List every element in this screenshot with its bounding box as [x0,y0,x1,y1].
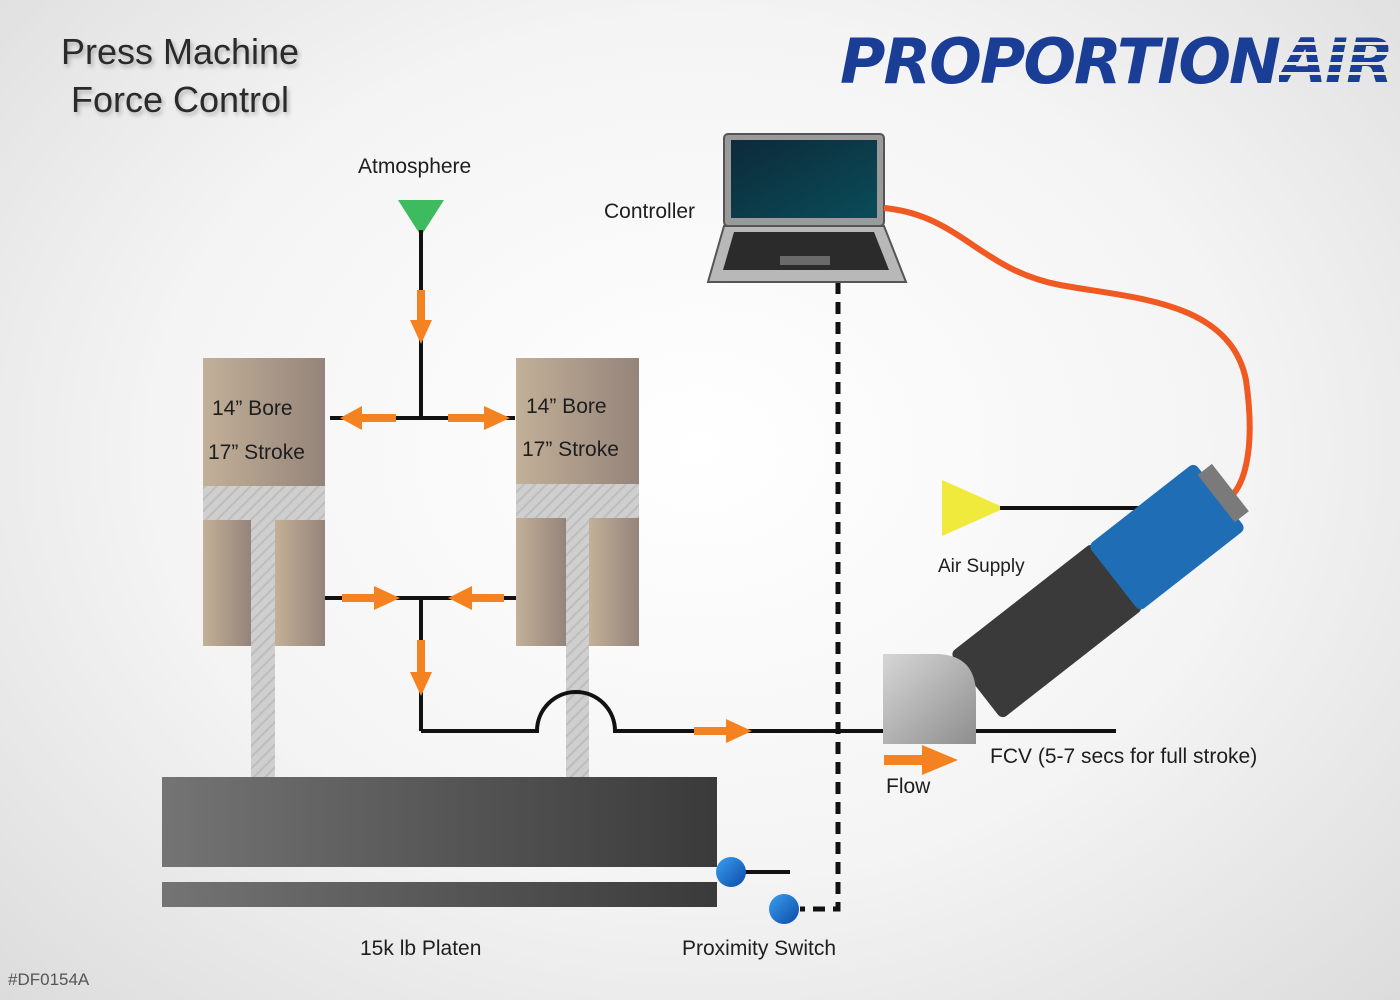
platen-lower [162,882,717,907]
flow-arrows-top [340,290,510,430]
proximity-switch-icon [769,894,799,924]
logo-part-2: AIR [1278,25,1394,98]
air-supply-icon [942,480,1005,536]
proximity-target-icon [716,857,746,887]
proximity-signal-line [800,282,841,912]
cylinder-2-bore: 14” Bore [526,395,607,418]
atmosphere-label: Atmosphere [358,155,472,178]
logo-part-1: PROPORTION [840,25,1281,98]
controller-label: Controller [604,200,696,223]
controller-laptop-icon [706,133,908,283]
title-line-2: Force Control [70,79,290,120]
flow-arrow-icon [884,745,958,775]
cylinder-1 [203,358,325,778]
title-line-1: Press Machine [60,31,300,72]
page-title: Press Machine Force Control [30,28,330,124]
fcv-valve-icon [883,654,976,744]
flow-label: Flow [886,775,931,798]
air-supply-label: Air Supply [938,556,1025,577]
fcv-label: FCV (5-7 secs for full stroke) [990,745,1258,768]
cylinder-2 [516,358,639,778]
platen-upper [162,777,717,867]
proportional-regulator [952,463,1249,718]
controller-cable [883,205,1253,506]
document-code: #DF0154A [8,970,90,989]
atmosphere-vent-icon [398,200,444,236]
brand-logo: PROPORTIONAIR [840,22,1394,102]
platen-label: 15k lb Platen [360,937,482,960]
cylinder-1-stroke: 17” Stroke [208,441,305,464]
proximity-switch-label: Proximity Switch [682,937,837,960]
cylinder-1-bore: 14” Bore [212,397,293,420]
flow-arrows-bottom [342,586,752,743]
cylinder-2-stroke: 17” Stroke [522,438,619,461]
